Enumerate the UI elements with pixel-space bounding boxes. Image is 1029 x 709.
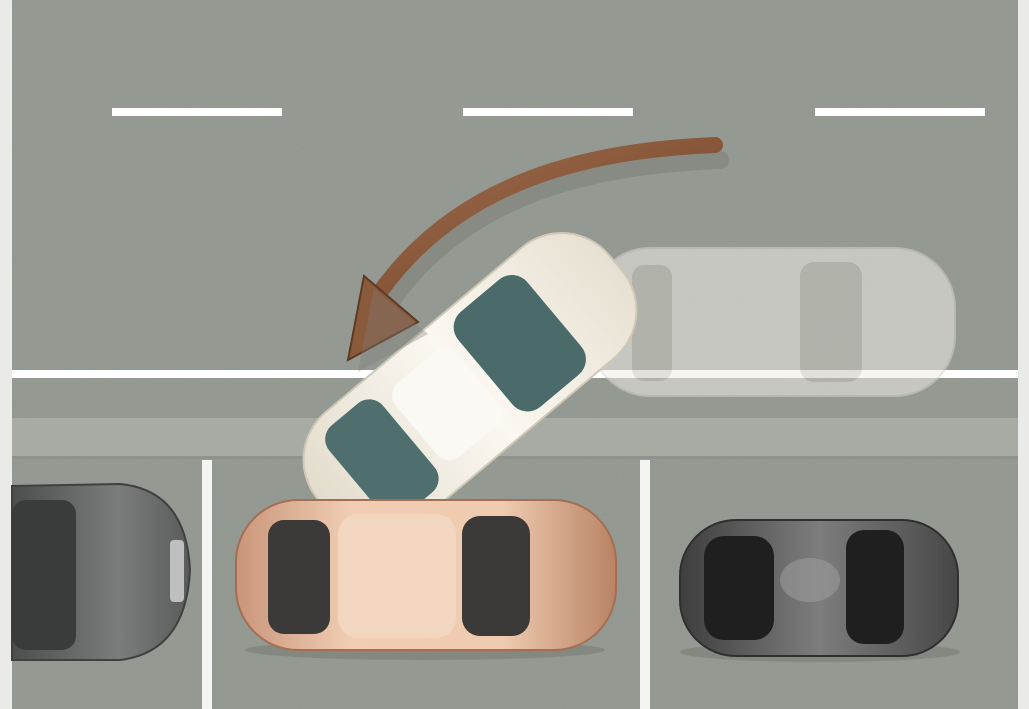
parked-car-right bbox=[680, 520, 960, 662]
ghost-car bbox=[590, 248, 955, 396]
parked-car-front bbox=[236, 500, 616, 660]
curb-edge bbox=[12, 456, 1018, 459]
lane-dash-1 bbox=[112, 108, 282, 116]
parking-divider-1 bbox=[202, 460, 212, 709]
parked-car-left bbox=[12, 484, 190, 660]
lane-dash-2 bbox=[463, 108, 633, 116]
lane-dash-3 bbox=[815, 108, 985, 116]
parking-divider-2 bbox=[640, 460, 650, 709]
